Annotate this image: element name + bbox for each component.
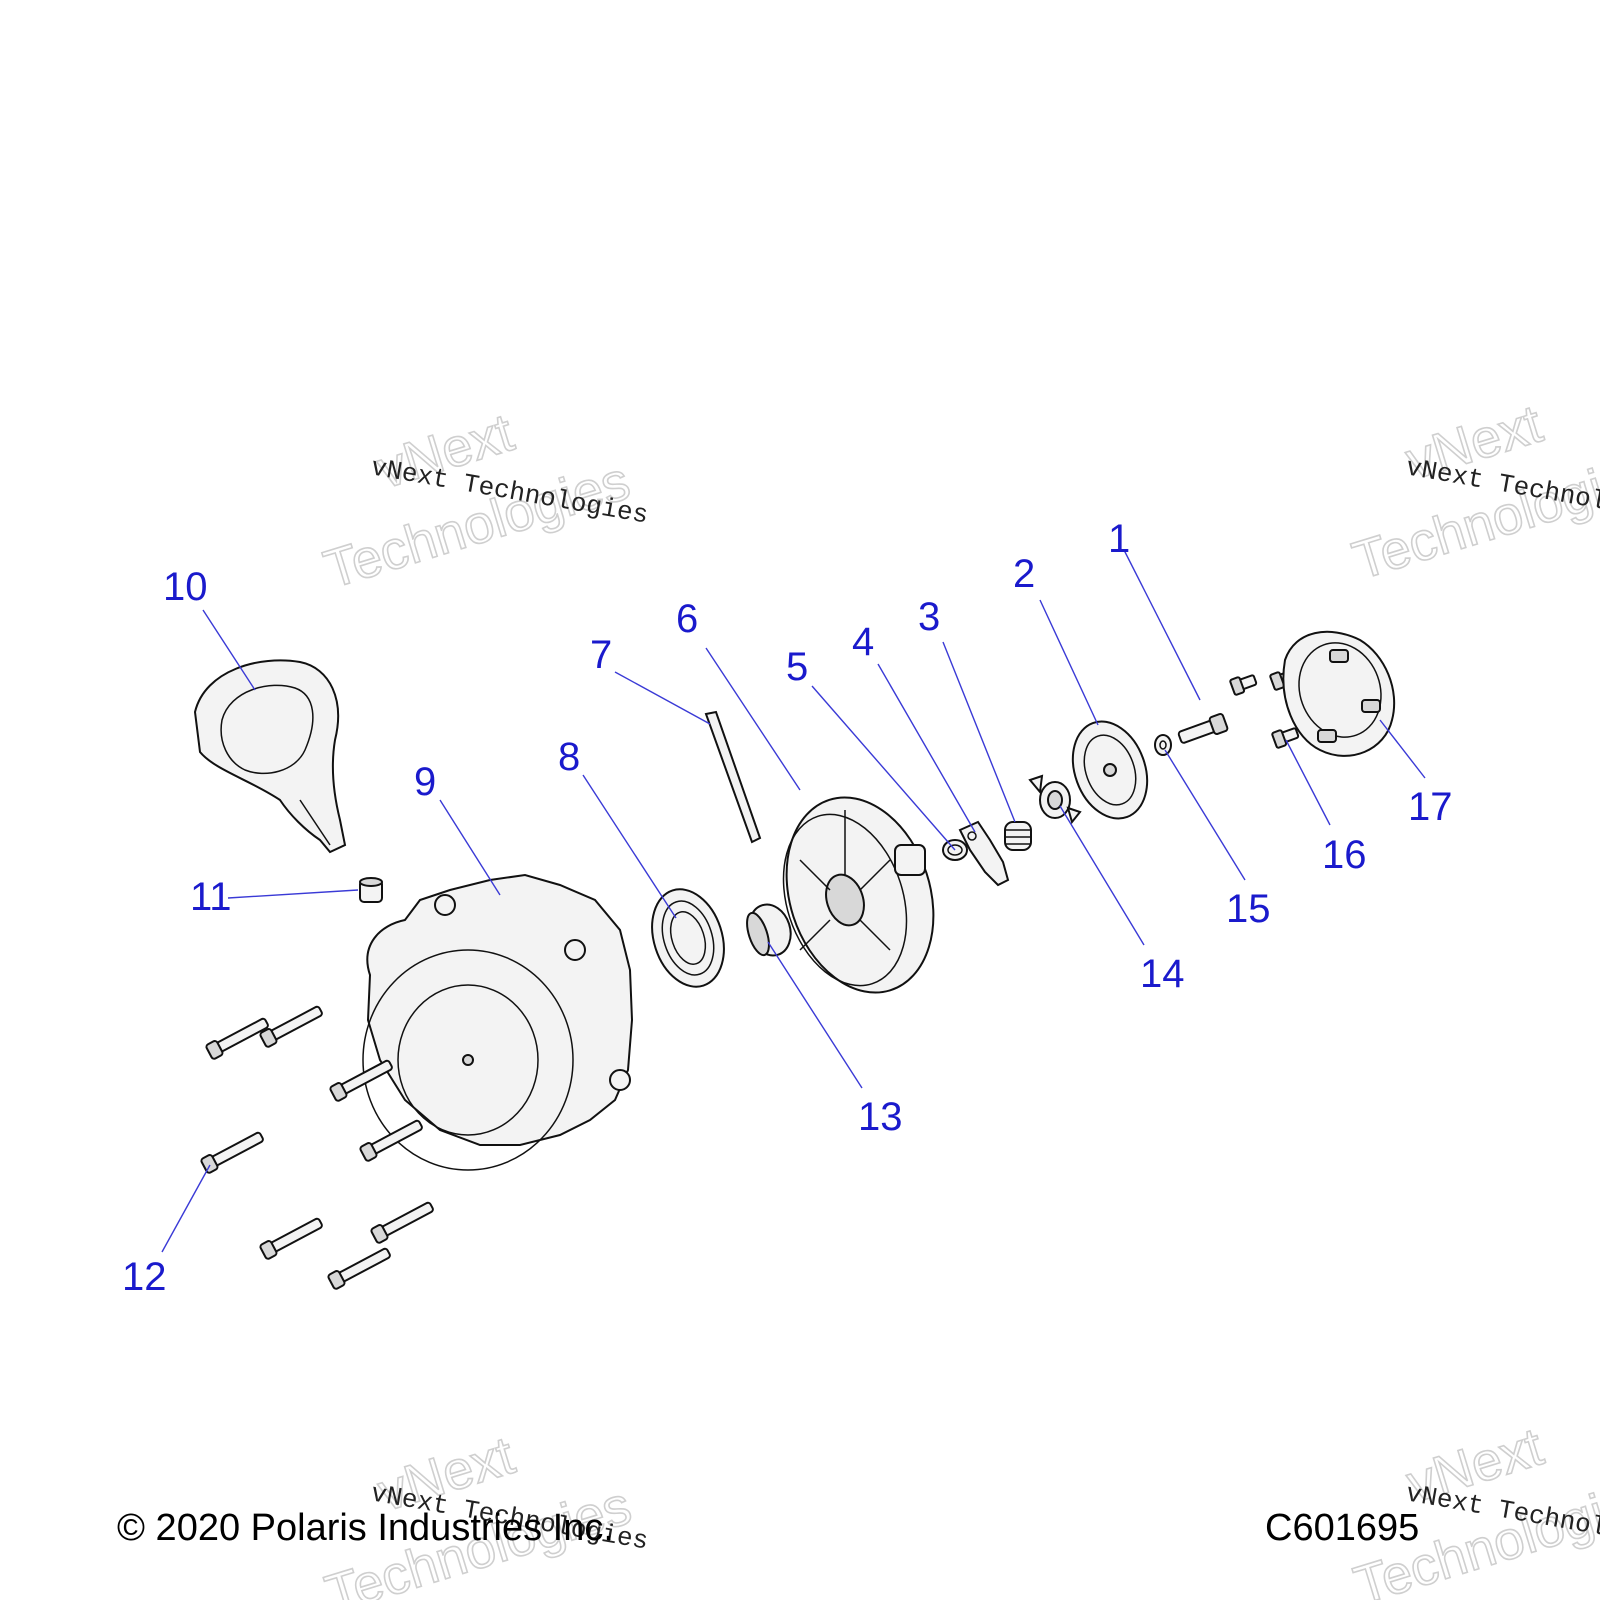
- callout-6: 6: [676, 597, 698, 641]
- callout-12: 12: [122, 1255, 167, 1299]
- leader-7: [614, 671, 711, 725]
- leader-13: [767, 941, 863, 1089]
- leader-10: [202, 609, 256, 691]
- part-spring: [1004, 821, 1032, 851]
- part-starter-handle: [193, 659, 347, 854]
- leader-5: [811, 685, 956, 851]
- callout-labels: 1 2 3 4 5 6 7 8 9 10 11 12 13 14 15 16 1…: [122, 517, 1453, 1299]
- leader-3: [942, 641, 1016, 823]
- leader-15: [1164, 749, 1246, 881]
- callout-3: 3: [918, 595, 940, 639]
- leader-2: [1039, 599, 1099, 726]
- leader-1: [1123, 549, 1201, 701]
- callout-13: 13: [858, 1095, 903, 1139]
- part-small-bushing: [359, 877, 383, 903]
- part-bushing: [746, 903, 792, 957]
- callout-7: 7: [590, 633, 612, 677]
- callout-15: 15: [1226, 887, 1271, 931]
- part-recoil-spring: [651, 888, 725, 988]
- part-pawl: [958, 820, 1010, 887]
- callout-11: 11: [190, 875, 232, 919]
- callout-8: 8: [558, 735, 580, 779]
- leader-8: [582, 774, 677, 919]
- callout-2: 2: [1013, 552, 1035, 596]
- leader-16: [1285, 739, 1331, 826]
- callout-4: 4: [852, 620, 874, 664]
- part-recoil-housing: [362, 873, 634, 1171]
- leader-lines: [161, 549, 1426, 1253]
- callout-5: 5: [786, 645, 808, 689]
- copyright-notice: © 2020 Polaris Industries Inc.: [117, 1507, 614, 1549]
- callout-16: 16: [1322, 833, 1367, 877]
- callout-10: 10: [163, 565, 208, 609]
- part-starter-cup: [1282, 630, 1396, 757]
- leader-12: [161, 1164, 211, 1253]
- callout-14: 14: [1140, 952, 1185, 996]
- leader-17: [1379, 719, 1426, 779]
- leader-6: [705, 647, 801, 791]
- leader-14: [1059, 805, 1145, 946]
- figure-id: C601695: [1265, 1507, 1420, 1549]
- leader-4: [877, 663, 976, 833]
- callout-1: 1: [1108, 517, 1130, 561]
- leader-9: [439, 799, 501, 896]
- part-bolts: [200, 1005, 434, 1290]
- part-center-bolt: [1177, 712, 1229, 744]
- part-cover-plate: [1071, 720, 1149, 820]
- part-washer: [1154, 734, 1172, 756]
- leader-11: [227, 889, 359, 899]
- part-pulley: [782, 796, 935, 994]
- part-friction-plate: [1028, 774, 1082, 825]
- housing-vent-slots: [362, 949, 574, 1171]
- part-starter-rope: [704, 710, 762, 844]
- callout-17: 17: [1408, 785, 1453, 829]
- callout-9: 9: [414, 760, 436, 804]
